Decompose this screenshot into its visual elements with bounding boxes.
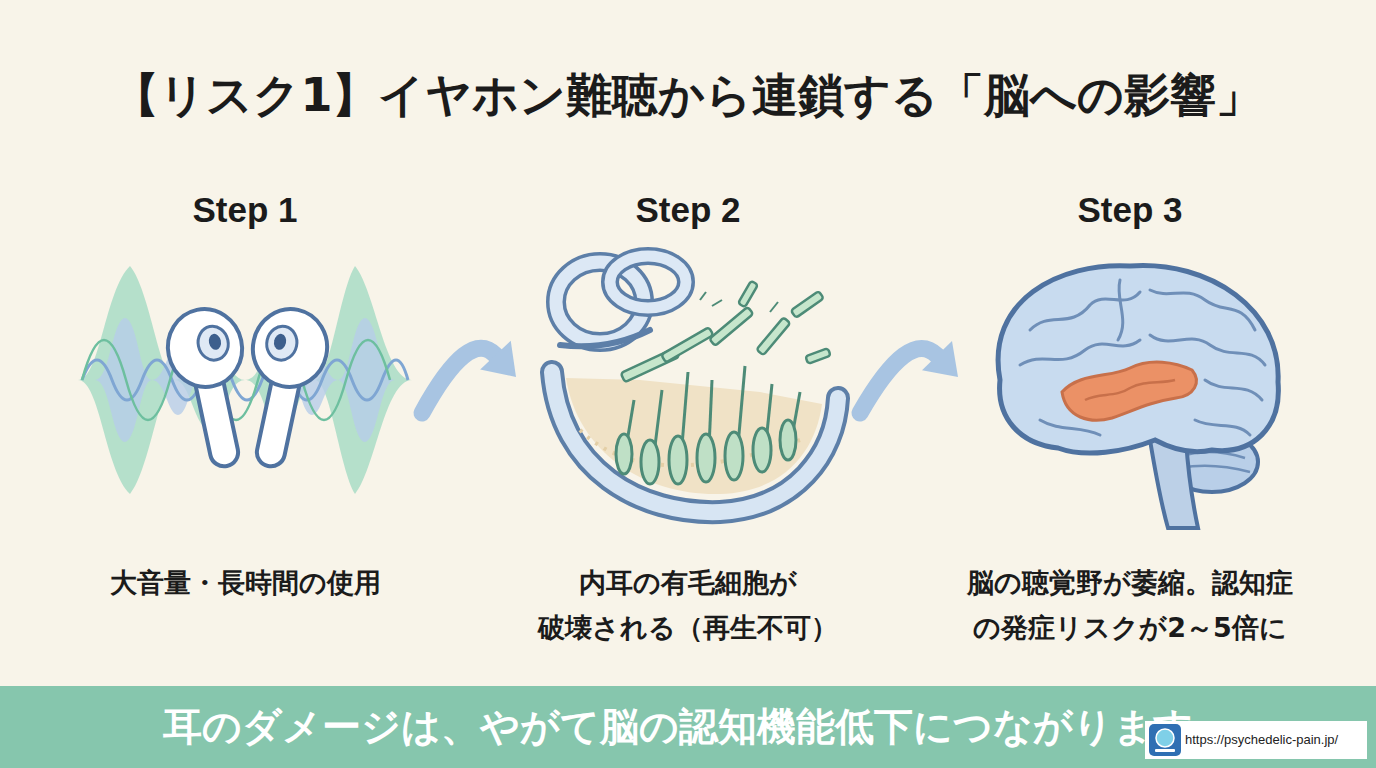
- hair-cell: [780, 420, 796, 460]
- arrow-head: [922, 341, 958, 377]
- hair-cell: [753, 428, 771, 472]
- earbud-head: [246, 302, 335, 394]
- logo-bar: [1155, 749, 1175, 752]
- hair-fragment: [756, 317, 790, 355]
- broken-fragments: [621, 281, 831, 382]
- earbud-speaker: [207, 333, 222, 351]
- earbud-speaker: [264, 323, 300, 362]
- hair-cell: [725, 432, 743, 480]
- hair-cells: [616, 366, 800, 484]
- break-marks: [700, 292, 778, 312]
- arrow-head: [480, 341, 516, 377]
- hair-fragment: [805, 348, 830, 364]
- watermark-url: https://psychedelic-pain.jp/: [1185, 721, 1338, 759]
- summary-text: 耳のダメージは、やがて脳の認知機能低下につながります: [163, 686, 1193, 768]
- hair-fragment: [791, 291, 824, 318]
- ear-canal: [560, 330, 650, 346]
- gyrus: [1205, 380, 1262, 400]
- step-panel: Step 1 大音量・長時間の使用: [70, 185, 420, 650]
- arrow-shaft: [422, 348, 495, 413]
- gyrus: [1195, 420, 1250, 435]
- earbud-speaker: [195, 323, 231, 362]
- hair-cell: [697, 434, 715, 482]
- semicircular-canal: [610, 256, 686, 308]
- semicircular-canal: [610, 256, 686, 308]
- gyrus: [1150, 290, 1255, 330]
- gyrus: [1150, 335, 1265, 365]
- break-mark: [770, 302, 778, 312]
- break-mark: [712, 300, 722, 306]
- page-title: 【リスク1】イヤホン難聴から連鎖する「脳への影響」: [0, 55, 1376, 135]
- logo-tile: [1149, 724, 1181, 756]
- arrow-shaft: [860, 348, 937, 413]
- step-caption: 大音量・長時間の使用: [70, 560, 420, 605]
- hair-cell: [616, 434, 632, 474]
- cerebrum: [998, 266, 1278, 454]
- step-panel: Step 2 内耳の有毛細胞が 破壊される（再生不可）: [518, 185, 858, 650]
- step-heading: Step 1: [70, 185, 420, 235]
- flow-arrow: [422, 341, 516, 413]
- step-panel: Step 3 脳の聴覚野が萎縮。認知症の発症リスクが2～5倍に: [960, 185, 1300, 650]
- earbud-speaker: [273, 333, 288, 351]
- step-heading: Step 3: [960, 185, 1300, 235]
- site-logo: [1149, 724, 1181, 756]
- step-caption: 脳の聴覚野が萎縮。認知症の発症リスクが2～5倍に: [960, 560, 1300, 650]
- auditory-cortex: [1062, 362, 1196, 420]
- earbud: [229, 302, 334, 473]
- sound-wave: [78, 266, 412, 494]
- break-mark: [700, 292, 706, 300]
- flow-arrow: [860, 341, 958, 413]
- gyrus: [1118, 280, 1123, 340]
- hair-cell: [669, 436, 687, 484]
- step-caption: 内耳の有毛細胞が 破壊される（再生不可）: [518, 560, 858, 650]
- earbud: [161, 302, 266, 473]
- hair-fragment: [709, 307, 753, 346]
- step-heading: Step 2: [518, 185, 858, 235]
- brain-gyri: [1020, 280, 1265, 435]
- earbud-head: [161, 302, 250, 394]
- hair-fragment: [661, 327, 713, 362]
- hair-cell: [641, 440, 659, 484]
- gyrus: [1020, 340, 1140, 365]
- hair-fragment: [738, 281, 758, 308]
- auditory-cortex-fold: [1085, 380, 1175, 400]
- cochlea-fluid: [566, 378, 822, 494]
- logo-emblem: [1156, 729, 1174, 747]
- cochlea-wall: [552, 372, 838, 512]
- sound-wave: [95, 318, 395, 442]
- cochlea-wall: [552, 372, 838, 512]
- gyrus: [1040, 420, 1100, 435]
